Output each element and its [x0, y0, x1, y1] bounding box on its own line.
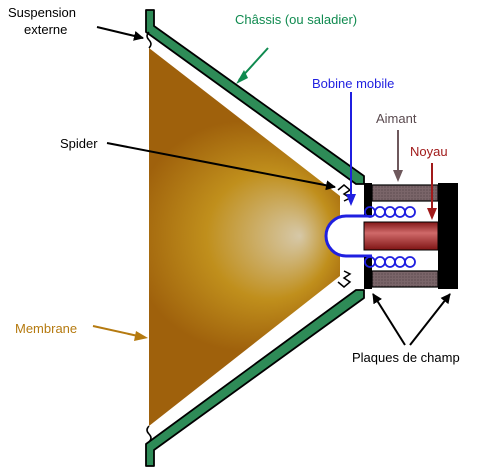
arrow-plaques-left — [372, 293, 406, 346]
suspension-top — [146, 31, 152, 49]
label-plaques: Plaques de champ — [352, 350, 460, 365]
arrow-membrane — [92, 325, 139, 337]
label-chassis: Châssis (ou saladier) — [235, 12, 357, 27]
arrow-suspension — [96, 26, 144, 41]
label-aimant: Aimant — [376, 111, 417, 126]
chassis-upper — [145, 9, 365, 185]
field-plate-back-inner — [438, 187, 454, 285]
arrow-aimant-head — [393, 170, 403, 182]
coil-former — [324, 214, 372, 258]
coil-windings-bottom — [364, 256, 416, 268]
label-suspension-line1: Suspension — [8, 5, 76, 20]
field-plate-front-top — [364, 183, 372, 215]
pole-piece — [363, 221, 439, 251]
magnet-top — [371, 184, 439, 202]
arrow-plaques-right — [409, 293, 451, 346]
label-bobine: Bobine mobile — [312, 76, 394, 91]
field-plate-front-bottom — [364, 257, 372, 289]
arrow-membrane-head — [134, 331, 148, 341]
label-suspension-line2: externe — [24, 22, 67, 37]
label-spider: Spider — [60, 136, 98, 151]
spider-bottom — [337, 270, 352, 288]
arrow-spider — [106, 142, 336, 191]
label-membrane: Membrane — [15, 321, 77, 336]
label-noyau: Noyau — [410, 144, 448, 159]
magnet-bottom — [371, 270, 439, 288]
arrow-bobine-head — [346, 194, 356, 206]
arrow-noyau-head — [427, 208, 437, 220]
chassis-lower — [145, 289, 365, 467]
suspension-bottom — [146, 425, 152, 443]
coil-windings-top — [364, 206, 416, 218]
membrane-cone — [149, 48, 340, 426]
arrow-chassis-head — [236, 70, 248, 84]
